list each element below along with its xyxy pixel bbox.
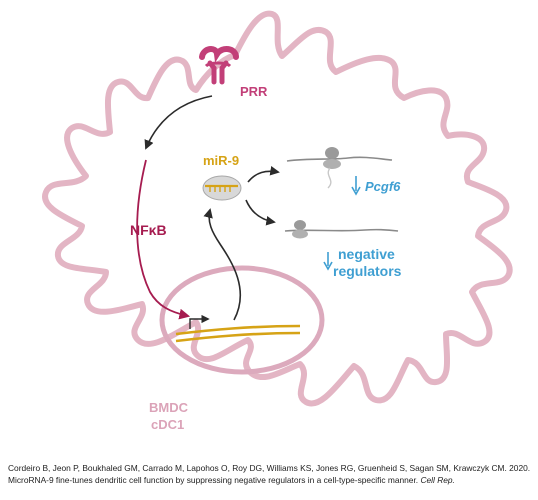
- down-arrow-head: [323, 261, 333, 271]
- ribosome-icon: [323, 147, 341, 189]
- pcgf6-mrna: [286, 156, 393, 162]
- citation-journal: Cell Rep.: [420, 474, 455, 485]
- mirna-icon: [202, 175, 242, 201]
- pcgf6-label: Pcgf6: [365, 179, 401, 194]
- regulators-label: regulators: [333, 263, 402, 279]
- citation-caption: Cordeiro B, Jeon P, Boukhaled GM, Carrad…: [8, 463, 532, 486]
- nfkb-label: NFκB: [130, 222, 167, 238]
- nucleus: [159, 265, 325, 375]
- receptor-icon: [199, 46, 239, 85]
- promoter-arrow-icon: [189, 314, 210, 329]
- prr-label: PRR: [240, 84, 268, 99]
- cell-membrane: [42, 10, 513, 407]
- mir9-to-regulators-arrow: [245, 199, 276, 226]
- regulators-mrna: [284, 228, 399, 232]
- citation-text: Cordeiro B, Jeon P, Boukhaled GM, Carrad…: [8, 463, 531, 485]
- dna-icon: [175, 324, 301, 343]
- mir9-to-pcgf6-arrow: [247, 166, 280, 183]
- cell-type-label-cdc1: cDC1: [151, 417, 184, 432]
- nfkb-to-gene-arrow: [136, 159, 191, 320]
- negative-label: negative: [338, 246, 395, 262]
- receptor-to-nfkb-arrow: [144, 95, 213, 150]
- gene-to-mir9-arrow: [203, 208, 242, 321]
- down-arrow-head: [351, 186, 361, 196]
- cell-type-label-bmdc: BMDC: [149, 400, 189, 415]
- ribosome-icon: [292, 220, 308, 239]
- mir9-label: miR-9: [203, 153, 239, 168]
